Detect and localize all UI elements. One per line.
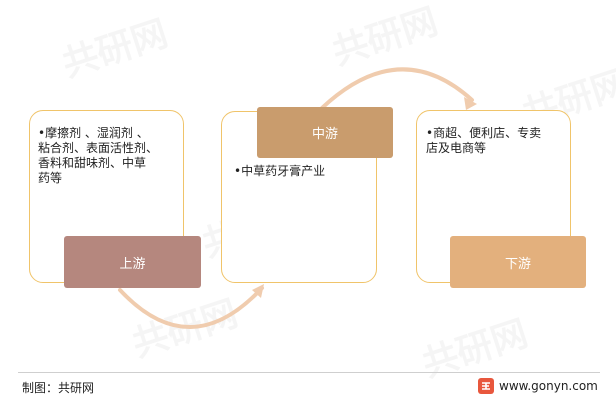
midstream-items: •中草药牙膏产业	[234, 164, 326, 178]
arrow-midstream-to-downstream	[320, 67, 474, 110]
arrow-upstream-to-midstream	[118, 286, 264, 329]
downstream-label: 下游	[450, 236, 586, 288]
footer-divider	[18, 372, 600, 373]
arrow-midstream-to-downstream-head	[464, 97, 477, 110]
downstream-items: •商超、便利店、专卖 店及电商等	[426, 126, 542, 155]
arrow-upstream-to-midstream-head	[252, 284, 264, 298]
footer-brand: www.gonyn.com	[478, 378, 598, 394]
midstream-label: 中游	[257, 107, 393, 158]
upstream-label: 上游	[64, 236, 201, 288]
brand-url[interactable]: www.gonyn.com	[499, 379, 598, 393]
brand-logo-icon	[478, 378, 494, 394]
upstream-items: •摩擦剂 、湿润剂 、 粘合剂、表面活性剂、 香料和甜味剂、中草 药等	[38, 126, 159, 185]
footer-source: 制图：共研网	[22, 381, 95, 395]
